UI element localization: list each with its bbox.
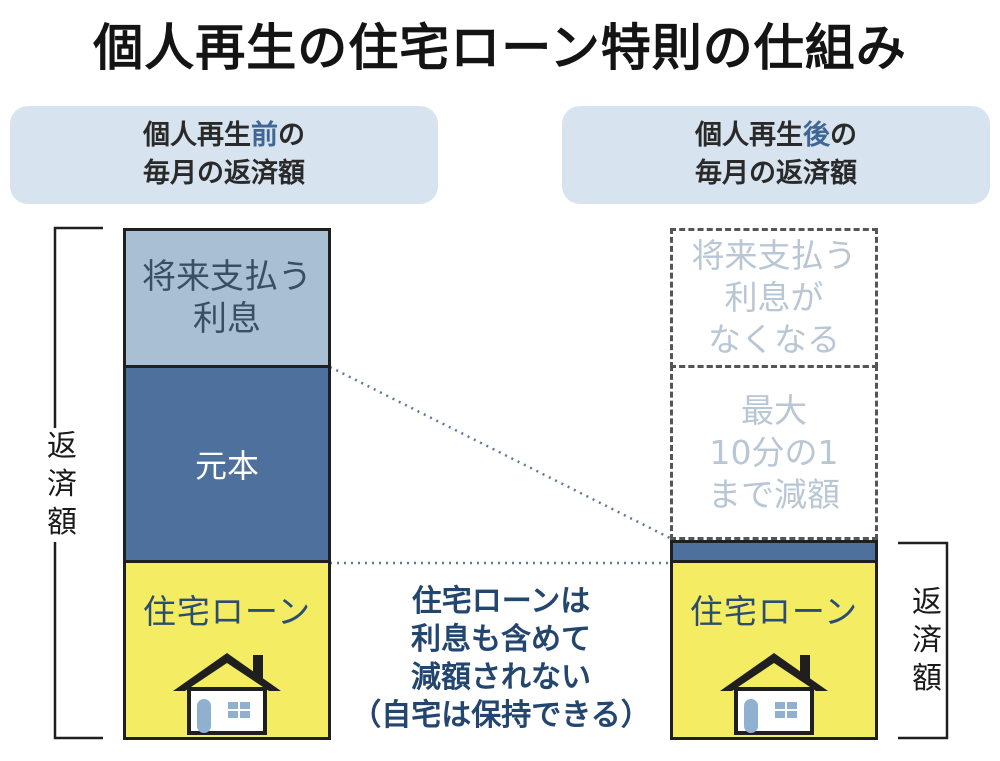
before-header-suffix: の	[278, 120, 305, 151]
repayment-char-3: 額	[912, 661, 942, 696]
after-header-accent: 後	[803, 120, 830, 151]
dotted-line-principal	[329, 365, 671, 540]
loan-note: 住宅ローンは 利息も含めて 減額されない （自宅は保持できる）	[334, 583, 668, 735]
note-line2: 利息も含めて	[411, 622, 591, 657]
note-line1: 住宅ローンは	[411, 584, 591, 619]
loan-block-after: 住宅ローン	[670, 560, 878, 740]
note-line4: （自宅は保持できる）	[351, 698, 651, 733]
right-bracket	[898, 541, 949, 740]
reduction-line2: 10分の1	[709, 432, 839, 472]
reduced-principal-bar	[670, 540, 878, 562]
after-header-suffix: の	[830, 120, 857, 151]
after-header-text: 個人再生	[695, 120, 803, 151]
before-header-accent: 前	[251, 120, 278, 151]
loan-label-before: 住宅ローン	[142, 592, 312, 631]
future-interest-block: 将来支払う 利息	[123, 228, 331, 368]
before-header-line1: 個人再生前の	[143, 117, 305, 155]
future-interest-line1: 将来支払う	[142, 257, 312, 297]
repayment-char-1: 返	[47, 429, 77, 464]
principal-block: 元本	[123, 368, 331, 563]
page-title: 個人再生の住宅ローン特則の仕組み	[93, 19, 907, 77]
principal-label: 元本	[194, 447, 259, 485]
loan-label-after: 住宅ローン	[689, 592, 859, 631]
repayment-char-3: 額	[47, 505, 77, 540]
before-header-text: 個人再生	[143, 120, 251, 151]
reduction-line3: まで減額	[708, 474, 840, 514]
no-interest-line1: 将来支払う	[691, 236, 857, 275]
house-icon	[720, 653, 828, 735]
note-line3: 減額されない	[411, 660, 591, 695]
repayment-char-2: 済	[47, 467, 77, 502]
reduction-block: 最大 10分の1 まで減額	[670, 365, 878, 540]
no-interest-block: 将来支払う 利息が なくなる	[670, 228, 878, 368]
before-header: 個人再生前の 毎月の返済額	[10, 106, 438, 204]
after-header: 個人再生後の 毎月の返済額	[562, 106, 990, 204]
repayment-label-left: 返 済 額	[42, 428, 82, 542]
loan-block-before: 住宅ローン	[123, 560, 331, 740]
repayment-label-right: 返 済 額	[907, 584, 947, 698]
repayment-char-2: 済	[912, 623, 942, 658]
after-header-line2: 毎月の返済額	[695, 158, 857, 189]
reduction-line1: 最大	[741, 390, 807, 430]
no-interest-line3: なくなる	[708, 320, 840, 359]
before-header-line2: 毎月の返済額	[143, 158, 305, 189]
repayment-char-1: 返	[912, 585, 942, 620]
after-header-line1: 個人再生後の	[695, 117, 857, 155]
house-icon	[173, 653, 281, 735]
future-interest-line2: 利息	[193, 299, 261, 339]
no-interest-line2: 利息が	[724, 278, 824, 317]
